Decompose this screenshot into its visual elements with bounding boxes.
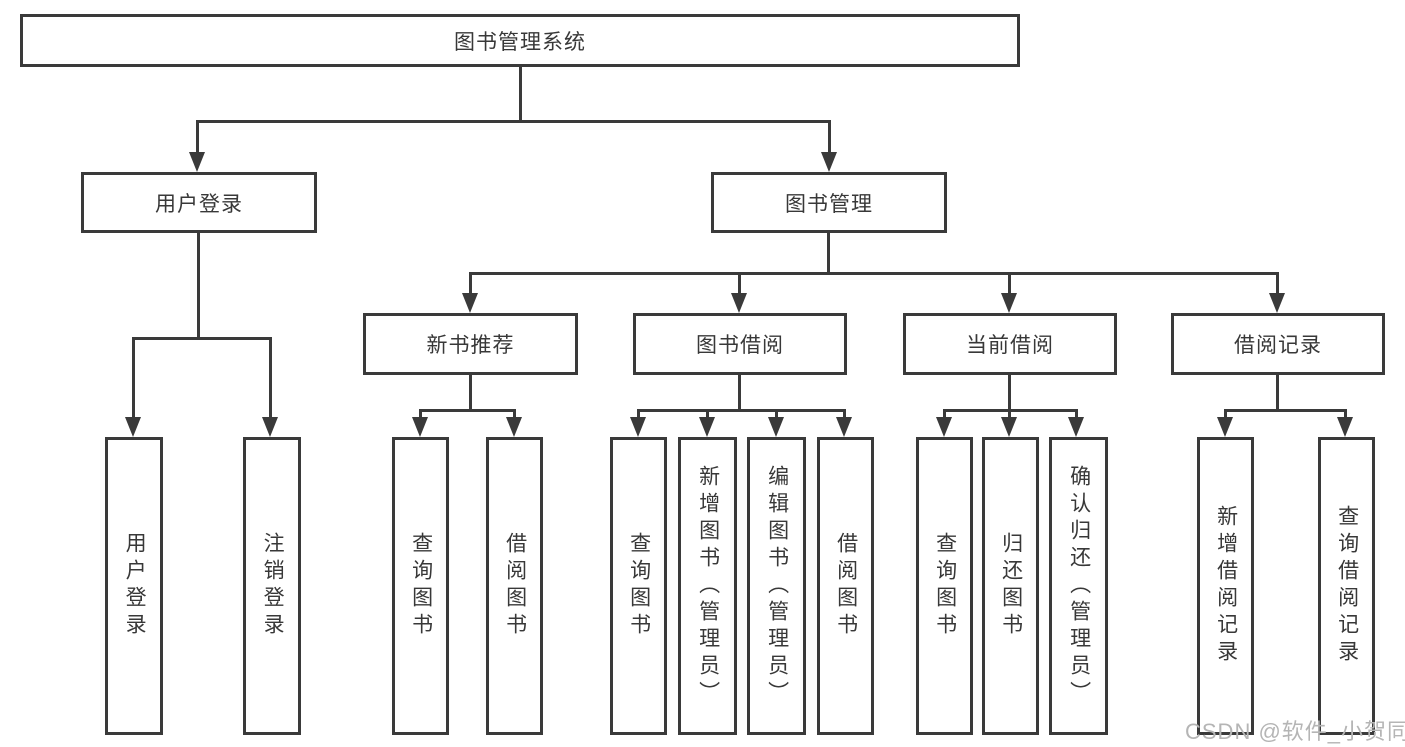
connector-line [1008,272,1011,297]
arrowhead-down-icon [1337,417,1353,437]
leaf-add-borrow-record: 新增借阅记录 [1197,437,1254,735]
arrowhead-down-icon [821,152,837,172]
connector-line [1008,375,1011,409]
connector-line [419,409,516,412]
arrowhead-down-icon [630,417,646,437]
leaf-label: 归还图书 [999,532,1023,640]
connector-line [1276,272,1279,297]
node-current-borrow: 当前借阅 [903,313,1117,375]
leaf-label: 查询图书 [627,532,651,640]
arrowhead-down-icon [731,293,747,313]
connector-line [132,337,272,340]
connector-line [943,409,946,419]
arrowhead-down-icon [412,417,428,437]
leaf-label: 查询借阅记录 [1335,505,1359,667]
leaf-query-books-current: 查询图书 [916,437,973,735]
leaf-return-books: 归还图书 [982,437,1039,735]
arrowhead-down-icon [1269,293,1285,313]
arrowhead-down-icon [262,417,278,437]
connector-line [738,272,741,297]
connector-line [513,409,516,419]
connector-line [738,375,741,409]
connector-line [469,375,472,409]
leaf-label: 借阅图书 [503,532,527,640]
csdn-watermark: CSDN @软件_小贺同学 [1185,719,1405,744]
arrowhead-down-icon [1001,417,1017,437]
leaf-label: 新增借阅记录 [1214,505,1238,667]
leaf-borrow-books-recommend: 借阅图书 [486,437,543,735]
connector-line [1344,409,1347,419]
connector-line [419,409,422,419]
connector-line [1075,409,1078,419]
leaf-query-books-recommend: 查询图书 [392,437,449,735]
connector-line [828,120,831,156]
leaf-label: 查询图书 [409,532,433,640]
arrowhead-down-icon [936,417,952,437]
connector-line [519,67,522,120]
arrowhead-down-icon [699,417,715,437]
node-user-login: 用户登录 [81,172,317,233]
connector-line [1224,409,1346,412]
arrowhead-down-icon [768,417,784,437]
node-borrow-records: 借阅记录 [1171,313,1385,375]
arrowhead-down-icon [189,152,205,172]
connector-line [132,337,135,419]
leaf-query-borrow-record: 查询借阅记录 [1318,437,1375,735]
connector-line [775,409,778,419]
connector-line [469,272,1279,275]
node-label: 图书借阅 [696,334,784,357]
arrowhead-down-icon [1068,417,1084,437]
connector-line [1008,409,1011,419]
leaf-label: 注销登录 [261,532,285,640]
arrowhead-down-icon [836,417,852,437]
connector-line [637,409,846,412]
leaf-borrow-books: 借阅图书 [817,437,874,735]
connector-line [196,120,831,123]
node-label: 用户登录 [155,192,243,216]
arrowhead-down-icon [506,417,522,437]
leaf-label: 编辑图书（管理员） [765,464,789,708]
connector-line [1276,375,1279,409]
leaf-add-books-admin: 新增图书（管理员） [678,437,737,735]
leaf-label: 借阅图书 [834,532,858,640]
connector-line [1224,409,1227,419]
leaf-label: 用户登录 [123,532,147,640]
arrowhead-down-icon [125,417,141,437]
connector-line [843,409,846,419]
connector-line [706,409,709,419]
leaf-logout: 注销登录 [243,437,301,735]
leaf-query-books-borrow: 查询图书 [610,437,667,735]
node-label: 借阅记录 [1234,334,1322,357]
connector-line [827,233,830,272]
leaf-label: 查询图书 [933,532,957,640]
connector-line [196,120,199,156]
node-new-book-recommend: 新书推荐 [363,313,578,375]
arrowhead-down-icon [462,293,478,313]
connector-line [637,409,640,419]
connector-line [269,337,272,419]
node-book-borrow: 图书借阅 [633,313,847,375]
leaf-label: 新增图书（管理员） [696,464,720,708]
node-library-management-system: 图书管理系统 [20,14,1020,67]
node-label: 图书管理系统 [454,30,586,54]
arrowhead-down-icon [1001,293,1017,313]
leaf-label: 确认归还（管理员） [1067,464,1091,708]
arrowhead-down-icon [1217,417,1233,437]
connector-line [469,272,472,297]
connector-line [197,233,200,337]
node-label: 图书管理 [785,192,873,216]
leaf-user-login: 用户登录 [105,437,163,735]
leaf-edit-books-admin: 编辑图书（管理员） [747,437,806,735]
node-book-management: 图书管理 [711,172,947,233]
leaf-confirm-return-admin: 确认归还（管理员） [1049,437,1108,735]
node-label: 当前借阅 [966,334,1054,357]
node-label: 新书推荐 [426,334,515,357]
